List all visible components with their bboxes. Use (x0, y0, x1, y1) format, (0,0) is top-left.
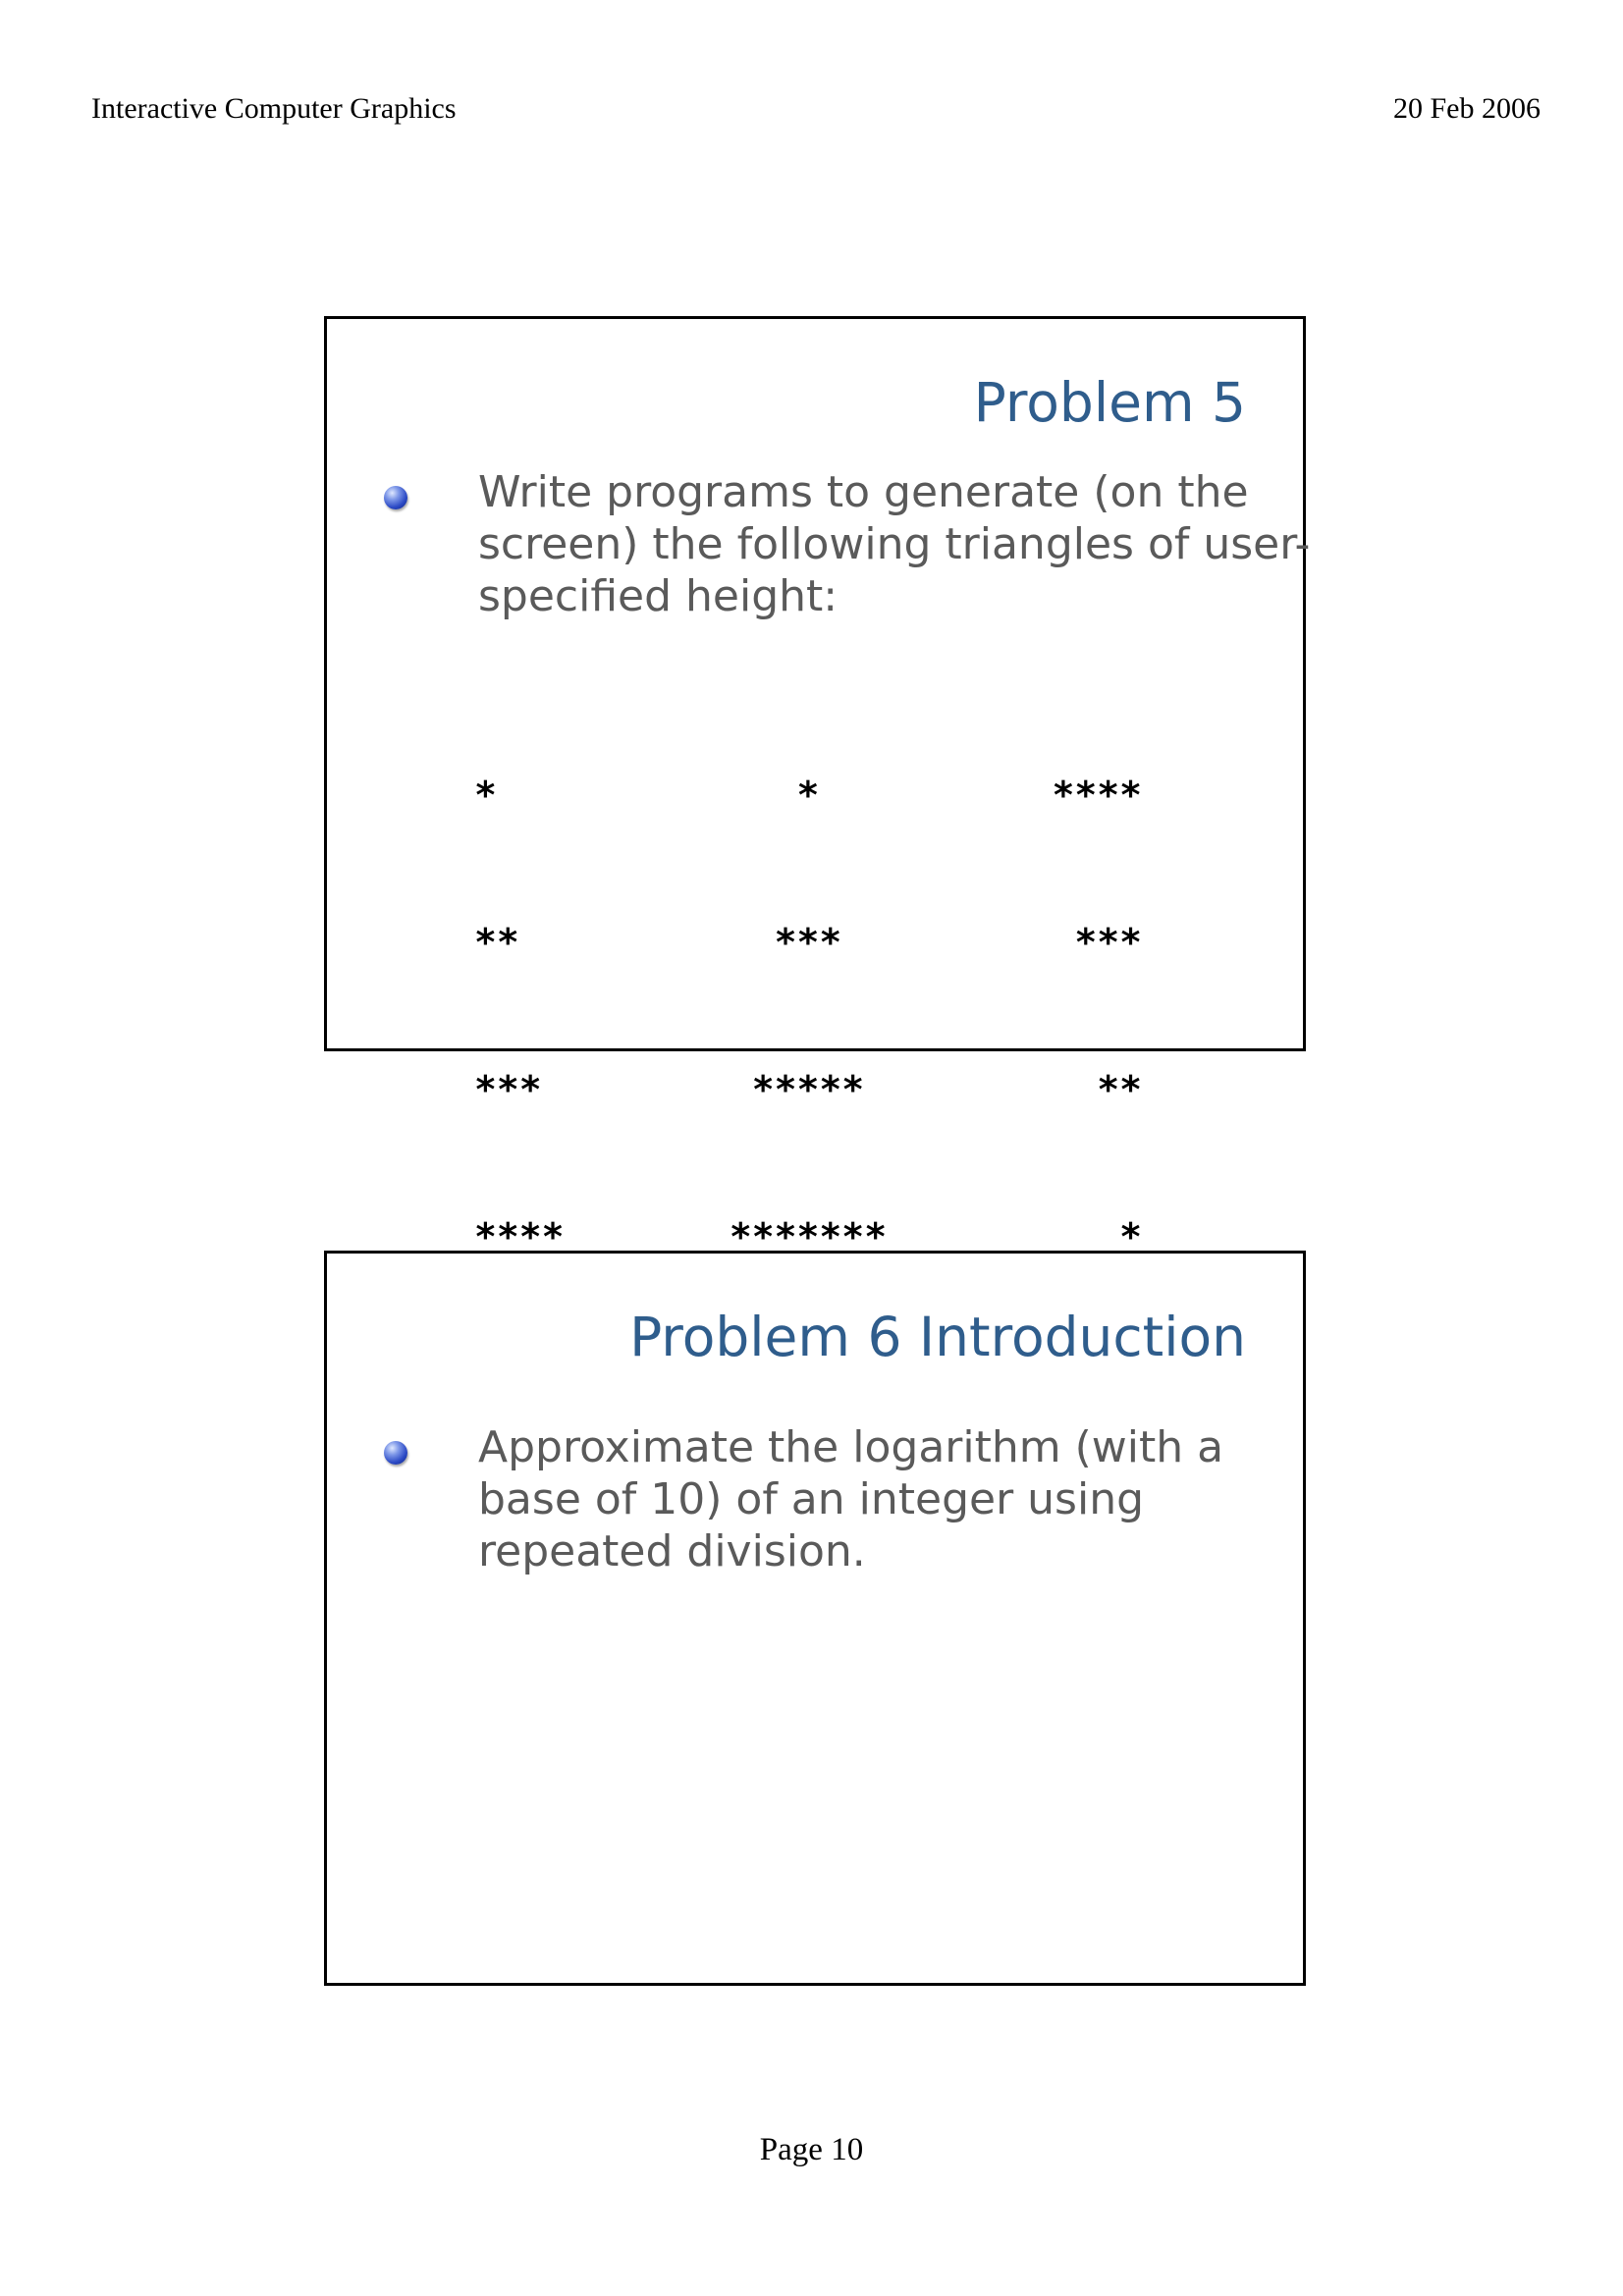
bullet-line: repeated division. (478, 1526, 866, 1576)
slide-title: Problem 5 (973, 371, 1246, 434)
triangle-row: *** (774, 921, 842, 964)
bullet-line: Write programs to generate (on the (478, 467, 1249, 517)
page-number: Page 10 (759, 2132, 864, 2167)
triangle-row: **** (1052, 774, 1142, 817)
page-header-title: Interactive Computer Graphics (91, 92, 457, 125)
slide-problem-6-introduction: Problem 6 Introduction Approximate the l… (324, 1251, 1306, 1986)
triangle-row: *** (474, 1068, 542, 1111)
bullet-line: base of 10) of an integer using (478, 1474, 1145, 1524)
page-header-date: 20 Feb 2006 (1393, 92, 1541, 125)
triangle-row: * (474, 774, 497, 817)
bullet-line: screen) the following triangles of user- (478, 519, 1311, 569)
triangle-row: * (1119, 1215, 1142, 1258)
triangle-row: ** (1097, 1068, 1142, 1111)
triangle-row: *** (1074, 921, 1142, 964)
triangle-right-aligned: **** *** ** * (965, 672, 1142, 1360)
slide-title: Problem 6 Introduction (629, 1306, 1246, 1368)
triangle-row: ** (474, 921, 519, 964)
bullet-sphere-icon (384, 486, 407, 509)
bullet-sphere-icon (384, 1441, 407, 1465)
bullet-text: Approximate the logarithm (with a base o… (478, 1421, 1283, 1577)
bullet-line: Approximate the logarithm (with a (478, 1422, 1224, 1472)
bullet-text: Write programs to generate (on the scree… (478, 466, 1311, 622)
triangle-row: ***** (751, 1068, 865, 1111)
slide-problem-5: Problem 5 Write programs to generate (on… (324, 316, 1311, 1258)
triangle-row: * (796, 774, 820, 817)
bullet-line: specified height: (478, 571, 839, 621)
